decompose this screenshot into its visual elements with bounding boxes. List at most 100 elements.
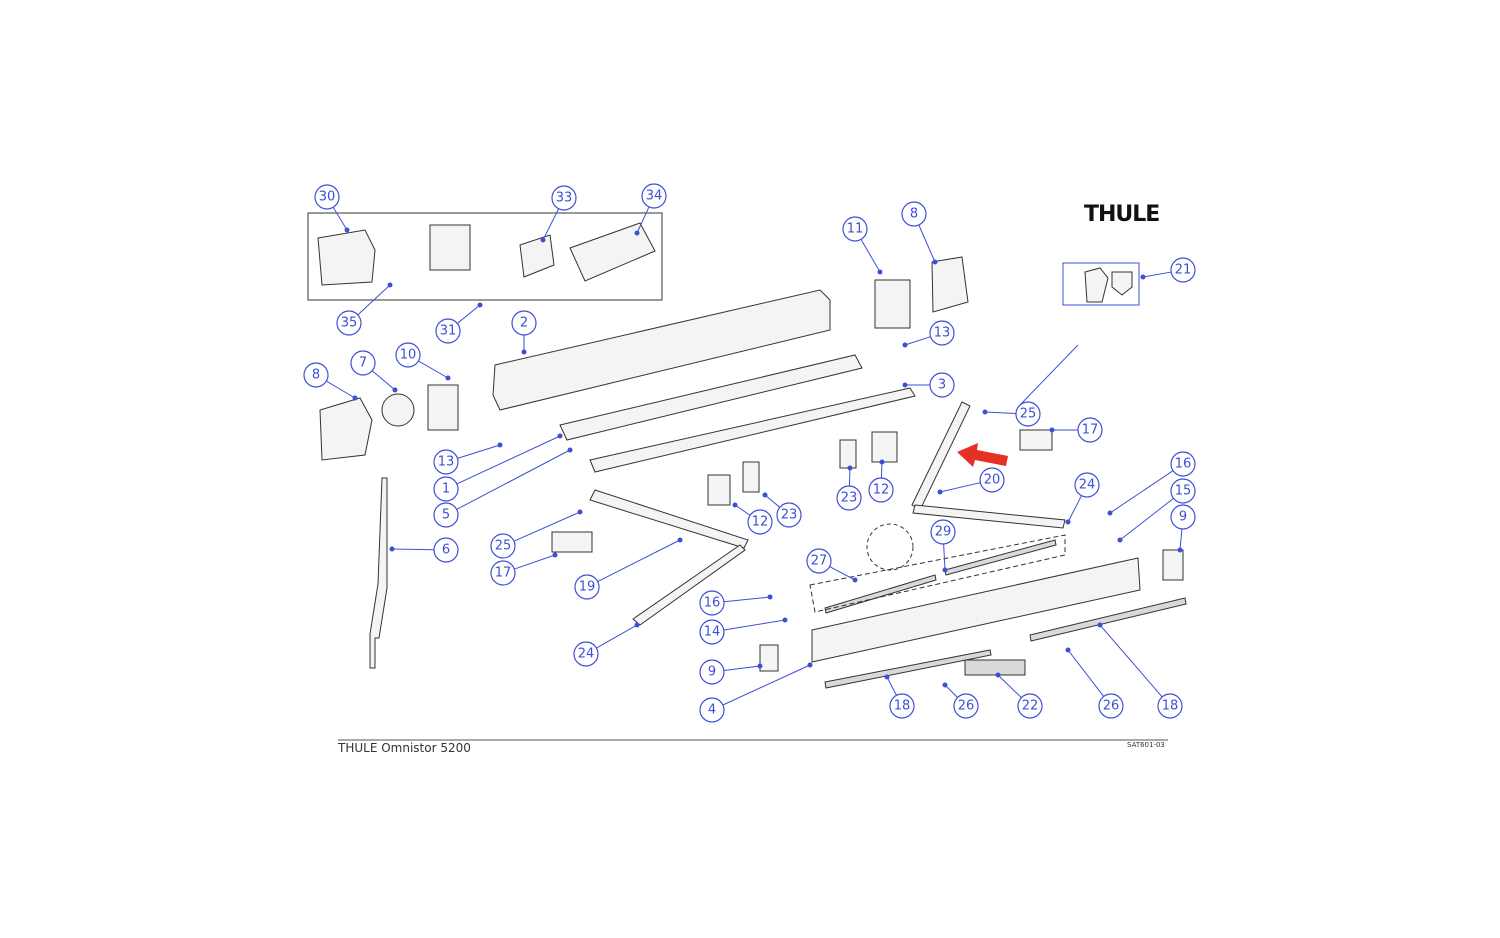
leader-arrowhead [1065, 647, 1071, 653]
control-box [569, 222, 656, 282]
arm-left-upper [589, 489, 749, 549]
leader-line [722, 664, 811, 706]
callout-label: 25 [1020, 407, 1037, 422]
rail-right [1029, 597, 1187, 642]
callout-label: 15 [1175, 484, 1192, 499]
callout-9: 9 [1170, 504, 1196, 553]
end-cover-9a [759, 644, 779, 672]
callout-circle [699, 697, 725, 723]
leader-arrowhead [1065, 519, 1071, 525]
callout-label: 24 [1079, 478, 1096, 493]
leader-line [939, 482, 981, 493]
callout-label: 31 [440, 324, 457, 339]
callout-6: 6 [389, 537, 459, 563]
gearbox [427, 384, 459, 431]
callout-label: 34 [646, 189, 663, 204]
callout-label: 9 [1179, 510, 1187, 525]
callout-18: 18 [1097, 622, 1183, 719]
callout-circle [979, 467, 1005, 493]
leader-arrowhead [577, 509, 583, 515]
motor-kit-box [307, 212, 663, 301]
callout-circle [929, 320, 955, 346]
rail-bottom [824, 649, 992, 689]
footer-title: THULE Omnistor 5200 [338, 741, 471, 755]
parts-drawings [307, 212, 1187, 689]
leader-line [1099, 624, 1163, 698]
callout-26: 26 [1065, 647, 1124, 719]
callout-14: 14 [699, 617, 788, 645]
callout-label: 17 [495, 566, 512, 581]
callout-15: 15 [1117, 478, 1196, 543]
callout-label: 8 [312, 368, 320, 383]
callout-label: 29 [935, 525, 952, 540]
leader-line [918, 224, 936, 263]
callout-23: 23 [836, 465, 862, 511]
callout-label: 16 [704, 596, 721, 611]
bearing [381, 393, 415, 427]
leader-arrowhead [942, 682, 948, 688]
leader-line [764, 494, 781, 508]
callout-7: 7 [350, 350, 398, 393]
dashed-group [809, 534, 1066, 613]
arm-left-lower [632, 544, 746, 626]
callout-circle [836, 485, 862, 511]
leader-arrowhead [902, 342, 908, 348]
callout-8: 8 [901, 201, 938, 265]
callout-circle [929, 372, 955, 398]
callout-24: 24 [1065, 472, 1100, 525]
leader-arrowhead [1140, 274, 1146, 280]
callout-label: 20 [984, 473, 1001, 488]
callout-circle [1015, 401, 1041, 427]
callout-circle [551, 185, 577, 211]
callout-circle [433, 449, 459, 475]
callout-circle [953, 693, 979, 719]
callout-circle [868, 477, 894, 503]
callout-13: 13 [902, 320, 955, 348]
callout-label: 14 [704, 625, 721, 640]
leader-arrowhead [884, 674, 890, 680]
callout-29: 29 [930, 519, 956, 573]
leader-arrowhead [552, 552, 558, 558]
callout-circle [889, 693, 915, 719]
leader-arrowhead [1177, 547, 1183, 553]
leader-line [456, 449, 571, 510]
leader-line [391, 548, 435, 551]
callout-circle [1170, 478, 1196, 504]
end-cover-9b [1162, 549, 1184, 581]
callout-label: 7 [359, 356, 367, 371]
leader-line [1067, 649, 1105, 697]
leader-arrowhead [445, 375, 451, 381]
callout-circle [901, 201, 927, 227]
callout-circle [1170, 504, 1196, 530]
fabric-strip [589, 387, 916, 473]
callout-label: 12 [873, 483, 890, 498]
callout-34: 34 [634, 183, 667, 236]
leader-arrowhead [879, 459, 885, 465]
leader-arrowhead [902, 382, 908, 388]
callout-13: 13 [433, 442, 503, 475]
leader-arrowhead [352, 395, 358, 401]
end-cap-left [319, 397, 373, 461]
leader-arrowhead [762, 492, 768, 498]
leader-line [723, 665, 761, 672]
callout-circle [490, 560, 516, 586]
callout-label: 10 [400, 348, 417, 363]
leader-line [880, 461, 883, 479]
leader-arrowhead [634, 230, 640, 236]
remote [519, 234, 555, 278]
callout-circle [314, 184, 340, 210]
cover-17a [551, 531, 593, 553]
callout-circle [435, 318, 461, 344]
callout-9: 9 [699, 659, 763, 685]
callout-label: 21 [1175, 263, 1192, 278]
leader-arrowhead [1107, 510, 1113, 516]
leader-line [513, 511, 581, 542]
callout-label: 2 [520, 316, 528, 331]
callout-circle [395, 342, 421, 368]
leader-arrowhead [477, 302, 483, 308]
leader-line [1019, 344, 1079, 406]
leader-arrowhead [557, 433, 563, 439]
clip-12a [707, 474, 731, 506]
